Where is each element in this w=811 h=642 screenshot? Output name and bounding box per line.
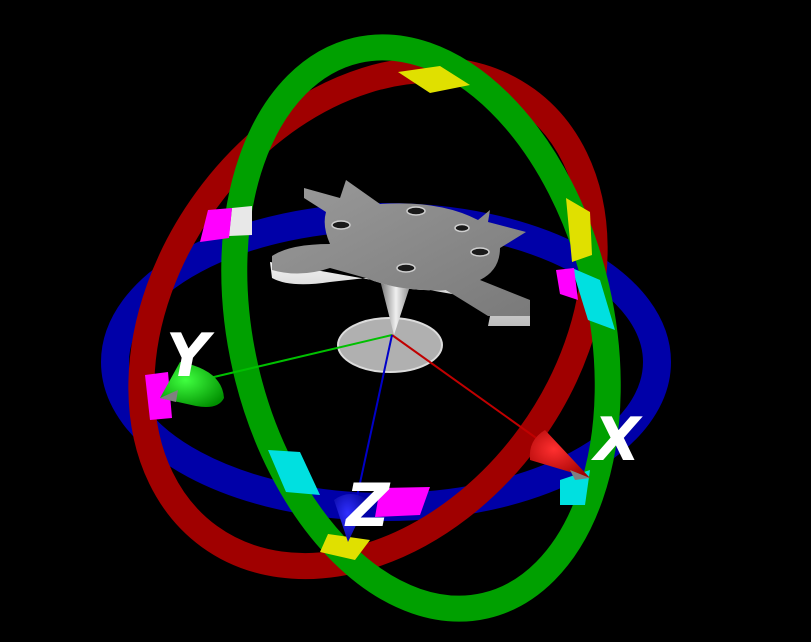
x-axis-line[interactable] [391, 334, 561, 456]
model-hole [331, 220, 351, 230]
y-axis-line[interactable] [179, 334, 393, 386]
x-axis-arrow[interactable] [529, 430, 590, 480]
x-axis-label: X [594, 405, 641, 475]
ring-overlap-highlights [145, 66, 615, 560]
model-hole [406, 206, 426, 216]
x-rotation-ring[interactable] [47, 0, 688, 642]
model-hole [470, 247, 490, 257]
z-axis-label: Z [346, 471, 390, 541]
gear-plate-model[interactable] [270, 180, 530, 373]
y-axis-arrow[interactable] [160, 362, 224, 407]
model-hole [454, 223, 470, 233]
y-axis-label: Y [166, 321, 210, 391]
z-axis-line[interactable] [351, 334, 393, 521]
model-spindle [380, 280, 412, 335]
z-axis-arrow[interactable] [334, 494, 368, 542]
model-hole [396, 263, 416, 273]
model-plate-top [272, 180, 530, 316]
